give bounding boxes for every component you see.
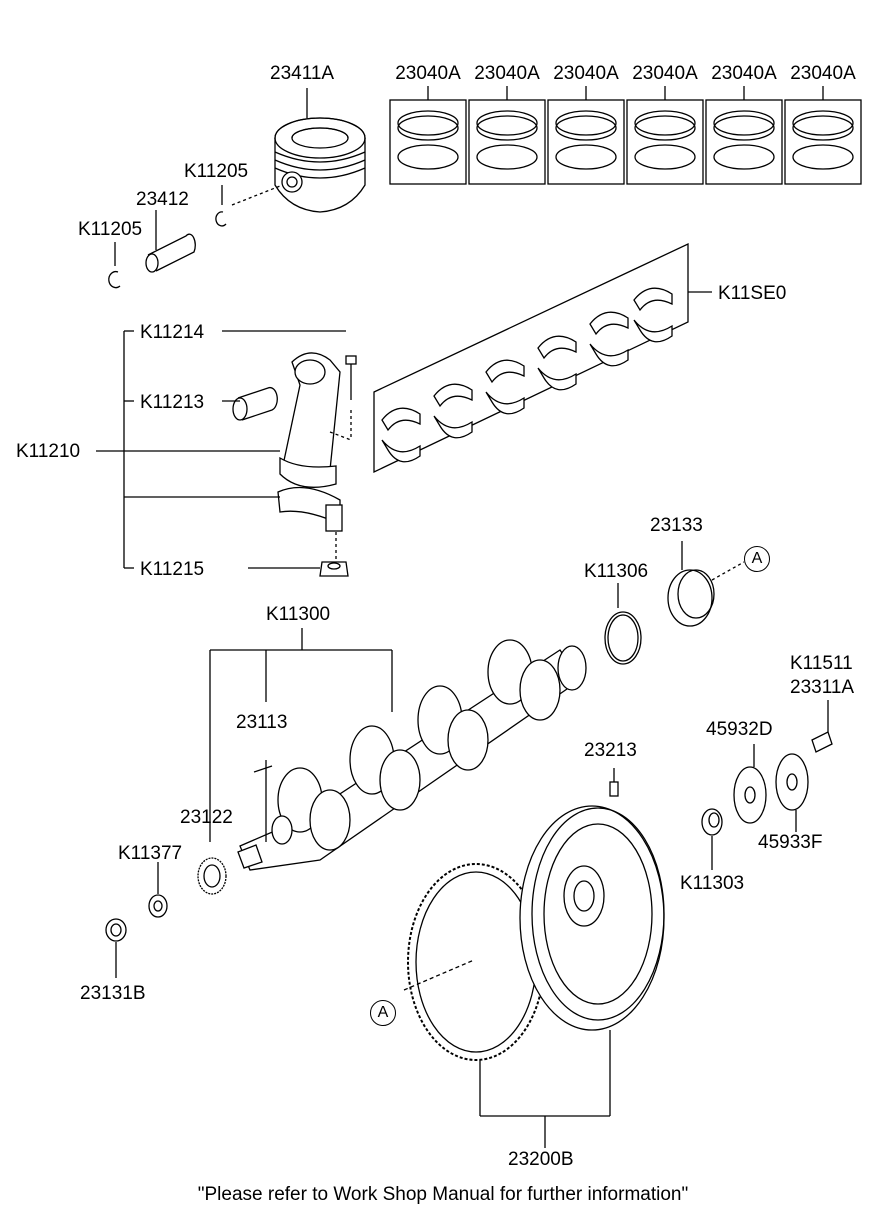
snap-ring-upper-illustration (215, 185, 281, 227)
flywheel-bolt-illustration (701, 700, 833, 870)
label-flywheel-bolt-b: 23311A (790, 677, 855, 698)
front-parts-illustration (105, 857, 227, 978)
flywheel-illustration (480, 768, 665, 1148)
footer-note: "Please refer to Work Shop Manual for fu… (197, 1184, 689, 1205)
label-conrod-assembly: K11210 (16, 441, 81, 462)
label-piston: 23411A (270, 63, 335, 84)
label-ring-set-6: 23040A (790, 63, 856, 84)
snap-ring-lower-illustration (108, 242, 121, 289)
label-conrod-nut: K11215 (140, 559, 205, 580)
label-plate-d: 45932D (706, 719, 773, 740)
piston-pin-illustration (145, 210, 196, 273)
seal-illustration (604, 541, 745, 665)
conrod-illustration (96, 330, 357, 577)
label-flywheel-assembly: 23200B (508, 1149, 574, 1170)
label-key: 23113 (236, 712, 288, 733)
label-plate-f: 45933F (758, 832, 823, 853)
label-piston-pin: 23412 (136, 189, 189, 210)
callout-a-upper: A (744, 546, 770, 572)
label-ring-set-3: 23040A (553, 63, 619, 84)
label-ring-set-4: 23040A (632, 63, 698, 84)
label-pilot-bearing: K11303 (680, 873, 745, 894)
label-small-end-bushing: K11213 (140, 392, 205, 413)
label-crankshaft-assembly: K11300 (266, 604, 331, 625)
label-ring-set-5: 23040A (711, 63, 777, 84)
ring-sets-illustration (389, 85, 862, 185)
main-bearings-illustration (373, 242, 712, 474)
crankshaft-illustration (209, 628, 587, 871)
label-snap-ring-lower: K11205 (78, 219, 143, 240)
label-ring-set-2: 23040A (474, 63, 540, 84)
label-rear-oil-seal: 23133 (650, 515, 703, 536)
label-dowel-pin: 23213 (584, 740, 637, 761)
label-timing-gear: 23122 (180, 807, 233, 828)
label-snap-ring-upper: K11205 (184, 161, 249, 182)
label-o-ring: K11306 (584, 561, 649, 582)
callout-a-lower: A (370, 1000, 396, 1026)
label-main-bearing-set: K11SE0 (718, 283, 787, 304)
label-flywheel-bolt-a: K11511 (790, 653, 853, 674)
label-washer: K11377 (118, 843, 183, 864)
label-conrod-bolt: K11214 (140, 322, 205, 343)
label-crank-nut: 23131B (80, 983, 146, 1004)
piston-illustration (274, 88, 366, 213)
label-ring-set-1: 23040A (395, 63, 461, 84)
